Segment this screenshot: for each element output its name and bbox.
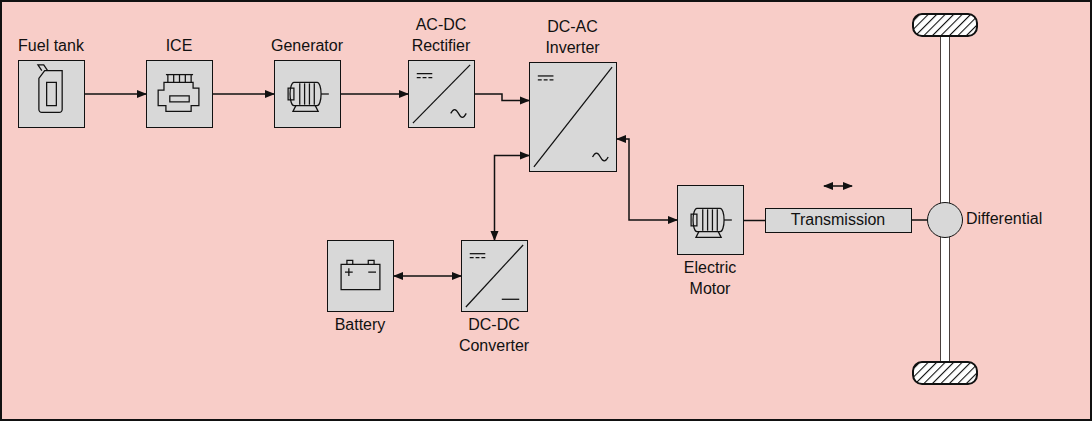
icon-stroke — [170, 96, 189, 102]
icon-stroke — [724, 219, 732, 220]
icon-stroke — [538, 75, 554, 76]
component-box: Electric Motor — [677, 185, 744, 255]
component-label: DC-AC Inverter — [536, 17, 610, 59]
component-box: Battery — [327, 240, 394, 312]
component-box: DC-DC Converter — [461, 240, 528, 312]
component-box: DC-AC Inverter — [529, 62, 617, 172]
icon-stroke — [413, 65, 470, 123]
icon-stroke — [47, 82, 57, 105]
icon-stroke — [417, 73, 433, 74]
power-flow-connector — [85, 93, 146, 95]
acdc-icon — [409, 61, 474, 127]
icon-stroke — [717, 209, 718, 230]
power-flow-connector — [341, 93, 408, 95]
icon-stroke — [293, 106, 318, 112]
icon-stroke — [345, 268, 353, 276]
icon-stroke — [191, 75, 192, 83]
icon-stroke — [368, 271, 376, 272]
power-flow-connector — [495, 156, 530, 241]
component-box: Transmission — [765, 208, 912, 233]
power-flow-connector — [394, 275, 461, 277]
icon-stroke — [290, 82, 321, 105]
icon-stroke — [304, 83, 305, 104]
power-flow-connector — [475, 94, 529, 101]
icon-stroke — [707, 209, 708, 230]
component-label: ICE — [166, 36, 193, 57]
icon-stroke — [538, 79, 554, 80]
icon-stroke — [299, 83, 300, 104]
icon-stroke — [451, 110, 467, 118]
icon-stroke — [179, 75, 180, 83]
component-label: Transmission — [791, 210, 886, 231]
acdc-icon — [530, 63, 616, 171]
power-flow-connector — [912, 219, 927, 221]
icon-stroke — [417, 77, 433, 78]
component-box: Generator — [274, 60, 341, 128]
icon-stroke — [309, 83, 310, 104]
icon-stroke — [470, 257, 486, 258]
wheel-tire — [913, 14, 977, 36]
component-box: AC-DC Rectifier — [408, 60, 475, 128]
component-box: ICE — [146, 60, 213, 128]
icon-stroke — [696, 232, 721, 238]
motor-icon — [678, 186, 743, 254]
component-label: Fuel tank — [18, 36, 84, 57]
icon-stroke — [691, 214, 697, 226]
power-flow-connector — [617, 139, 677, 220]
icon-stroke — [702, 209, 703, 230]
battery-icon — [328, 241, 393, 311]
icon-stroke — [534, 67, 612, 167]
component-label: Electric Motor — [673, 258, 747, 300]
component-label: AC-DC Rectifier — [404, 15, 478, 57]
icon-stroke — [502, 299, 519, 300]
component-label: Differential — [966, 209, 1042, 230]
motion-arrow — [824, 185, 852, 187]
differential-circle: Differential — [927, 202, 963, 238]
icon-stroke — [158, 82, 199, 111]
power-flow-connector — [744, 220, 765, 222]
wheel-tire — [913, 362, 977, 384]
icon-stroke — [693, 208, 724, 231]
fuel-icon — [19, 61, 84, 127]
icon-stroke — [38, 65, 48, 71]
icon-stroke — [185, 75, 186, 83]
icon-stroke — [166, 74, 193, 75]
component-label: Battery — [335, 315, 386, 336]
icon-stroke — [167, 75, 168, 83]
component-label: Generator — [271, 36, 343, 57]
power-flow-connector — [213, 93, 274, 95]
dcdc-icon — [462, 241, 527, 311]
icon-stroke — [347, 260, 374, 264]
icon-stroke — [470, 253, 486, 254]
component-box: Fuel tank — [18, 60, 85, 128]
icon-stroke — [341, 264, 380, 289]
icon-stroke — [288, 88, 294, 100]
component-label: DC-DC Converter — [452, 315, 536, 357]
icon-stroke — [712, 209, 713, 230]
icon-stroke — [173, 75, 174, 83]
icon-stroke — [314, 83, 315, 104]
icon-stroke — [593, 153, 609, 161]
icon-stroke — [466, 245, 523, 307]
engine-icon — [147, 61, 212, 127]
icon-stroke — [39, 71, 62, 113]
motor-icon — [275, 61, 340, 127]
icon-stroke — [321, 93, 329, 94]
